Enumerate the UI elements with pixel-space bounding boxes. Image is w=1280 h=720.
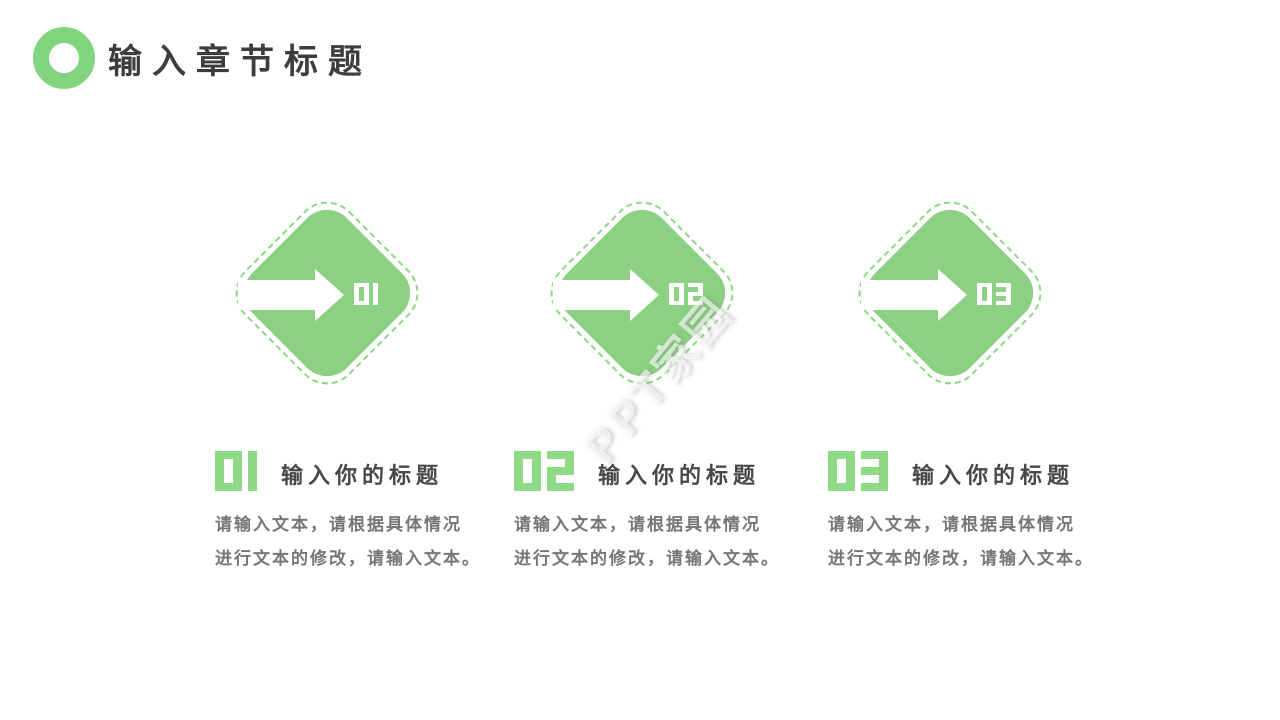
arrow-shaft <box>238 280 316 310</box>
body-line: 进行文本的修改，请输入文本。 <box>215 549 481 569</box>
right-arrow-icon <box>537 188 747 398</box>
section-body: 请输入文本，请根据具体情况进行文本的修改，请输入文本。 <box>215 508 515 576</box>
arrow-head <box>315 269 344 321</box>
body-line: 请输入文本，请根据具体情况 <box>215 515 462 535</box>
section-heading: 输入你的标题 <box>828 451 1128 491</box>
body-line: 请输入文本，请根据具体情况 <box>514 515 761 535</box>
section-block-3: 输入你的标题 请输入文本，请根据具体情况进行文本的修改，请输入文本。 <box>828 451 1128 576</box>
page-title: 输入章节标题 <box>108 41 372 82</box>
section-heading: 输入你的标题 <box>514 451 814 491</box>
arrow-shaft <box>861 280 939 310</box>
body-line: 请输入文本，请根据具体情况 <box>828 515 1075 535</box>
slide-header: 输入章节标题 <box>33 27 372 89</box>
section-heading: 输入你的标题 <box>215 451 515 491</box>
section-block-2: 输入你的标题 请输入文本，请根据具体情况进行文本的修改，请输入文本。 <box>514 451 814 576</box>
step-number-digits <box>354 283 378 305</box>
right-arrow-icon <box>845 188 1055 398</box>
section-title: 输入你的标题 <box>912 464 1075 489</box>
section-body: 请输入文本，请根据具体情况进行文本的修改，请输入文本。 <box>514 508 814 576</box>
section-number-digits <box>514 451 574 491</box>
diamond-step-3 <box>845 188 1055 398</box>
section-body: 请输入文本，请根据具体情况进行文本的修改，请输入文本。 <box>828 508 1128 576</box>
section-title: 输入你的标题 <box>281 464 444 489</box>
step-number-digits <box>977 283 1011 305</box>
arrow-head <box>938 269 967 321</box>
right-arrow-icon <box>222 188 432 398</box>
arrow-head <box>630 269 659 321</box>
step-number-digits <box>669 283 703 305</box>
section-title: 输入你的标题 <box>598 464 761 489</box>
body-line: 进行文本的修改，请输入文本。 <box>514 549 780 569</box>
body-line: 进行文本的修改，请输入文本。 <box>828 549 1094 569</box>
arrow-shaft <box>553 280 631 310</box>
diamond-step-1 <box>222 188 432 398</box>
section-block-1: 输入你的标题 请输入文本，请根据具体情况进行文本的修改，请输入文本。 <box>215 451 515 576</box>
section-number-digits <box>215 451 257 491</box>
ring-icon <box>33 27 95 89</box>
section-number-digits <box>828 451 888 491</box>
diamond-step-2 <box>537 188 747 398</box>
